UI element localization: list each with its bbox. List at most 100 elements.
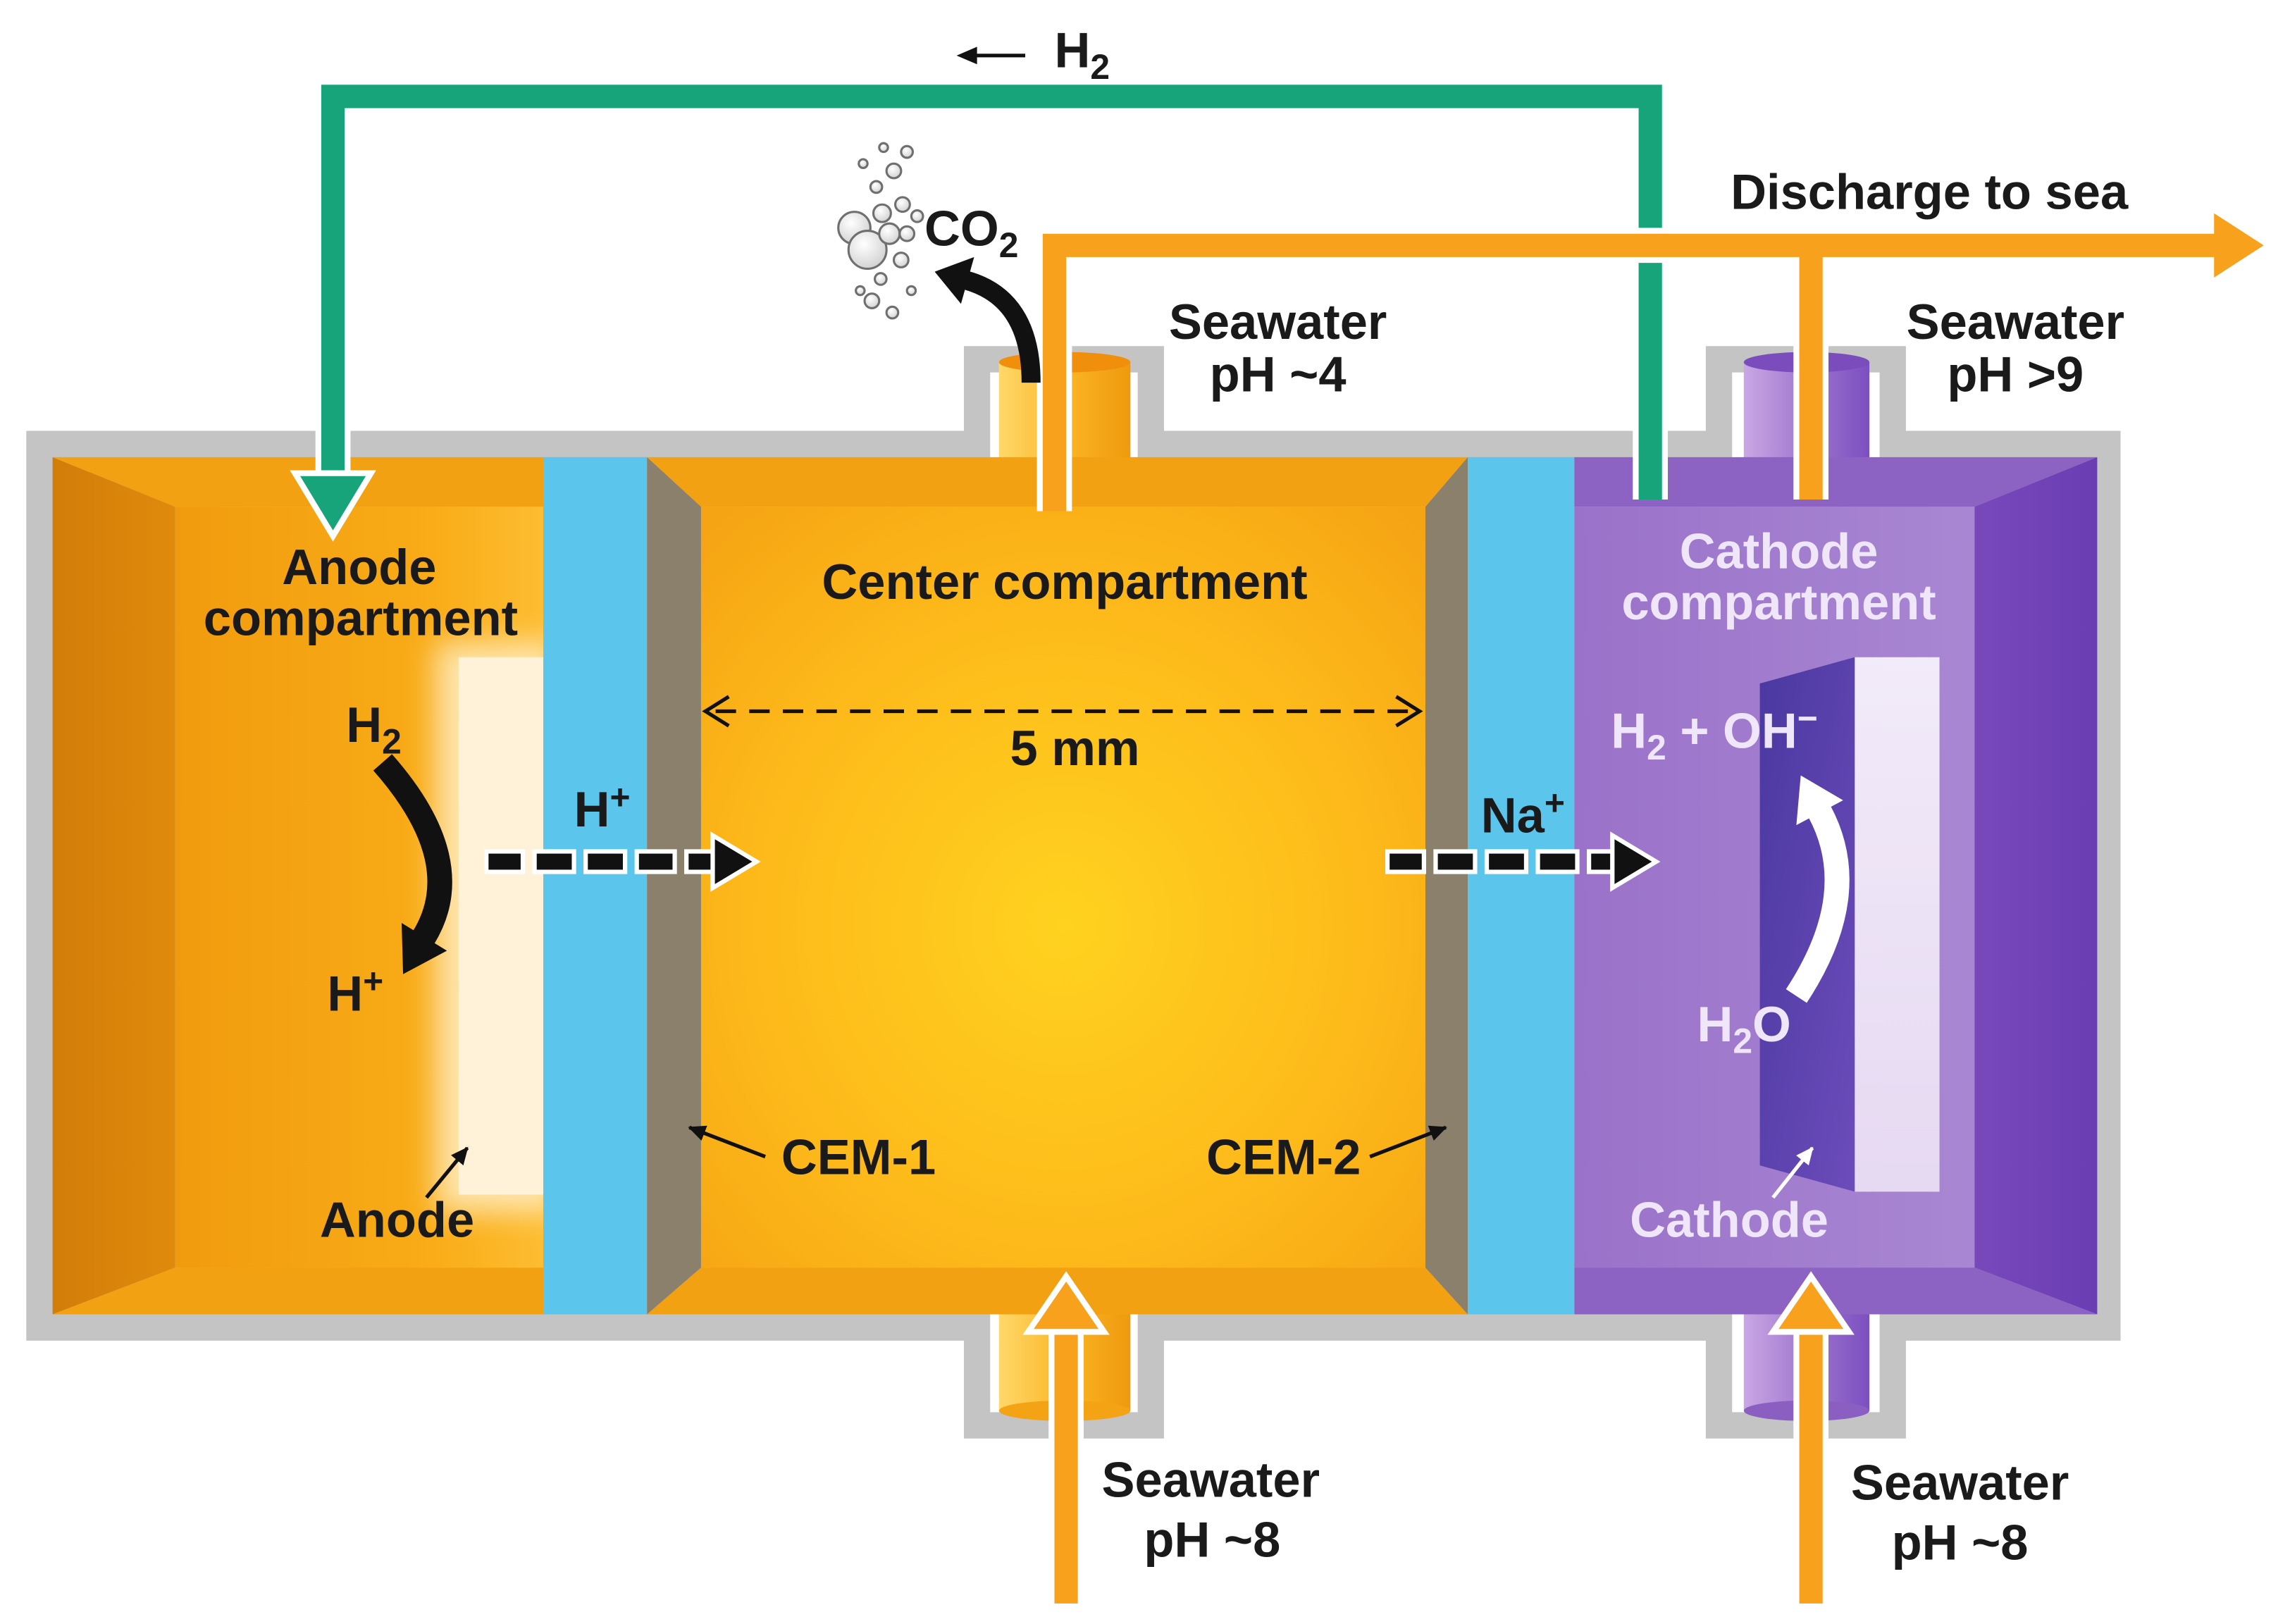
dash: [1535, 849, 1580, 874]
pipe: [1042, 233, 2220, 512]
dash: [1385, 849, 1426, 874]
anode-reaction-arrow: [373, 754, 452, 974]
arrowhead: [956, 47, 977, 65]
bubble: [910, 209, 924, 223]
anode-side-wall: [52, 457, 175, 1315]
anode-electrode: [435, 643, 558, 1213]
bubble: [873, 272, 888, 286]
h2-subscript: 2: [1647, 728, 1666, 767]
center-outlet-label-line1: Seawater: [1169, 294, 1387, 349]
bubble: [892, 252, 910, 268]
arrowhead: [710, 831, 761, 892]
cathode-product-label: H2 + OH−: [1611, 698, 1818, 767]
center-inlet-label-line2: pH ~8: [1144, 1512, 1280, 1568]
o-symbol: O: [1752, 996, 1791, 1052]
cathode-bottom-wall: [1574, 1267, 2098, 1315]
cathode-side-wall: [1974, 457, 2098, 1315]
cathode-compartment-label-line1: Cathode: [1680, 523, 1879, 578]
bubble: [905, 285, 917, 297]
cathode-compartment-label-line2: compartment: [1621, 574, 1936, 630]
pipe: [321, 85, 1662, 500]
cathode-plate-edge: [1759, 657, 1855, 1192]
center-inlet-label-line1: Seawater: [1102, 1452, 1320, 1508]
hydroxide-symbol: + OH: [1666, 702, 1797, 758]
proton-flux-label: H+: [574, 777, 631, 837]
h2-symbol: H: [346, 697, 382, 752]
center-back-wall: [700, 507, 1425, 1268]
charge-superscript: +: [1545, 783, 1565, 823]
discharge-label: Discharge to sea: [1731, 163, 2129, 219]
co2-subscript: 2: [999, 225, 1019, 265]
bubble: [894, 196, 911, 213]
cem-1-leader-arrow: [688, 1125, 767, 1159]
anode-compartment-label-line1: Anode: [282, 539, 436, 595]
bubble: [872, 203, 892, 223]
center-compartment-label: Center compartment: [822, 554, 1307, 609]
curve: [964, 271, 1041, 383]
center-outlet-label-line2: pH ~4: [1210, 347, 1347, 402]
cem-2-side-face: [1425, 457, 1468, 1315]
dash: [583, 849, 628, 874]
bubble: [863, 292, 881, 309]
charge-superscript: +: [609, 777, 630, 817]
anode-leader-arrow: [425, 1146, 469, 1199]
h-symbol: H: [574, 781, 610, 837]
cathode-outlet-label-line1: Seawater: [1907, 294, 2124, 349]
dash: [634, 849, 677, 874]
cathode-top-wall: [1574, 457, 2098, 507]
cem-1-label: CEM-1: [781, 1129, 936, 1185]
co2-bubbles-icon: [837, 142, 924, 320]
co2-label: CO2: [924, 200, 1018, 265]
bubble: [900, 144, 914, 159]
anode-plate: [458, 657, 544, 1195]
sodium-flux-label: Na+: [1481, 783, 1565, 843]
h2-symbol: H: [1054, 22, 1090, 78]
cathode-inlet-label-line1: Seawater: [1851, 1455, 2069, 1511]
arrowhead: [401, 923, 447, 974]
na-symbol: Na: [1481, 788, 1545, 843]
curve: [1785, 806, 1850, 1003]
bubble: [858, 158, 869, 169]
cem-2-label: CEM-2: [1206, 1129, 1361, 1185]
gap-dimension-arrow: [702, 695, 1423, 728]
proton-transport-arrow: [484, 831, 761, 892]
anode-product-label: H+: [327, 962, 383, 1022]
anode-label: Anode: [320, 1192, 474, 1248]
h2-subscript: 2: [1090, 47, 1110, 87]
anode-reactant-label: H2: [346, 697, 402, 762]
cathode-outlet-label-line2: pH >9: [1947, 347, 2084, 402]
dash: [1484, 849, 1529, 874]
h-symbol: H: [327, 965, 363, 1021]
sodium-transport-arrow: [1385, 831, 1661, 892]
cem-1-membrane: [543, 457, 648, 1315]
dimension-arrowhead-left: [702, 695, 730, 728]
pipe-arrowhead: [1022, 1271, 1110, 1335]
co2-release-arrow: [934, 256, 1041, 383]
bubble: [855, 285, 866, 297]
h2-recycle-label: H2: [1054, 22, 1110, 87]
h-symbol: H: [1697, 996, 1733, 1052]
dimension-arrowhead-right: [1395, 695, 1423, 728]
bubble: [885, 162, 903, 180]
cem-1-side-face: [647, 457, 701, 1315]
cathode-leader-arrow: [1771, 1146, 1814, 1199]
dash: [484, 849, 526, 874]
cathode-label: Cathode: [1630, 1192, 1828, 1248]
arrowhead: [1610, 831, 1661, 892]
cathode-electrode: [1759, 657, 1940, 1192]
h2-subscript: 2: [382, 722, 402, 762]
discharge-pipe: [1036, 213, 2264, 512]
bubble: [898, 225, 916, 242]
center-inlet-arrow: [1022, 1271, 1110, 1604]
bubble: [885, 305, 900, 320]
arrowhead: [934, 256, 974, 304]
pipe-arrowhead: [290, 470, 376, 542]
cathode-reaction-arrow: [1785, 775, 1850, 1003]
curve: [373, 754, 452, 944]
dash: [1433, 849, 1478, 874]
cathode-inlet-arrow: [1767, 1271, 1855, 1604]
dash: [532, 849, 576, 874]
arrowhead: [1796, 775, 1843, 826]
cathode-reactant-label: H2O: [1697, 996, 1790, 1061]
